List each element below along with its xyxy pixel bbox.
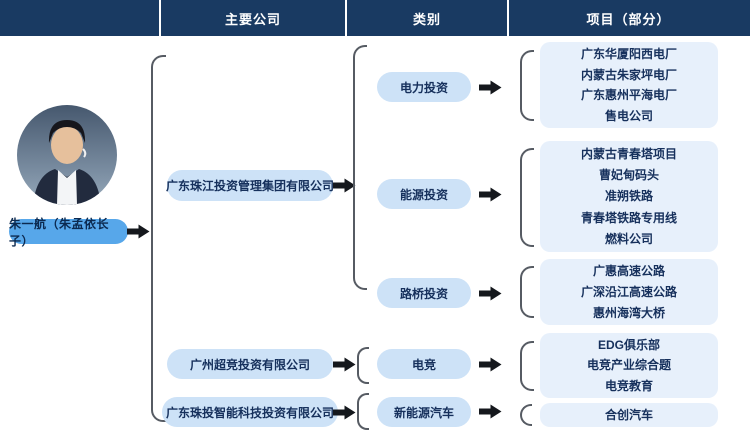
company-box-chaojing: 广州超竞投资有限公司 bbox=[167, 349, 333, 379]
company-box-zhutou: 广东珠投智能科技投资有限公司 bbox=[162, 397, 338, 427]
project-item: 青春塔铁路专用线 bbox=[580, 210, 677, 225]
category-box-energy: 能源投资 bbox=[377, 179, 471, 209]
project-group-energy: 内蒙古青春塔项目 曹妃甸码头 准朔铁路 青春塔铁路专用线 燃料公司 bbox=[540, 141, 718, 252]
arrow-icon bbox=[333, 357, 356, 372]
project-item: 内蒙古朱家坪电厂 bbox=[580, 67, 677, 82]
project-item: 售电公司 bbox=[604, 108, 653, 123]
project-item: EDG俱乐部 bbox=[597, 338, 660, 353]
arrow-icon bbox=[333, 405, 356, 420]
company-box-zhujiang: 广东珠江投资管理集团有限公司 bbox=[166, 170, 334, 201]
person-badge: 朱一航（朱孟依长子） bbox=[9, 217, 128, 248]
brace-projects-energy bbox=[520, 148, 534, 247]
header-cell-category: 类别 bbox=[345, 0, 507, 36]
arrow-icon bbox=[127, 224, 150, 239]
header-band: 主要公司 类别 项目（部分） bbox=[0, 0, 750, 36]
project-item: 广深沿江高速公路 bbox=[580, 284, 677, 299]
header-cell-empty bbox=[0, 0, 159, 36]
arrow-icon bbox=[479, 80, 502, 95]
brace-category-esports bbox=[357, 347, 369, 384]
category-box-power: 电力投资 bbox=[377, 72, 471, 102]
project-item: 广东惠州平海电厂 bbox=[580, 88, 677, 103]
project-group-roadbridge: 广惠高速公路 广深沿江高速公路 惠州海湾大桥 bbox=[540, 259, 718, 325]
brace-companies bbox=[151, 55, 166, 422]
project-item: 电竞产业综合题 bbox=[586, 358, 671, 373]
category-box-nev: 新能源汽车 bbox=[377, 397, 471, 427]
project-group-esports: EDG俱乐部 电竞产业综合题 电竞教育 bbox=[540, 333, 718, 398]
brace-category-nev bbox=[357, 393, 369, 430]
project-group-nev: 合创汽车 bbox=[540, 403, 718, 427]
project-item: 合创汽车 bbox=[604, 408, 653, 422]
project-item: 广惠高速公路 bbox=[592, 264, 665, 279]
project-item: 曹妃甸码头 bbox=[598, 168, 659, 183]
brace-projects-nev bbox=[520, 404, 532, 426]
arrow-icon bbox=[479, 404, 502, 419]
brace-categories bbox=[353, 45, 367, 290]
project-item: 内蒙古青春塔项目 bbox=[580, 146, 677, 161]
project-item: 燃料公司 bbox=[604, 232, 653, 247]
project-group-power: 广东华厦阳西电厂 内蒙古朱家坪电厂 广东惠州平海电厂 售电公司 bbox=[540, 42, 718, 128]
category-box-roadbridge: 路桥投资 bbox=[377, 278, 471, 308]
arrow-icon bbox=[479, 286, 502, 301]
brace-projects-roadbridge bbox=[520, 266, 534, 318]
arrow-icon bbox=[479, 357, 502, 372]
category-box-esports: 电竞 bbox=[377, 349, 471, 379]
project-item: 准朔铁路 bbox=[604, 189, 653, 204]
brace-projects-esports bbox=[520, 341, 534, 391]
person-silhouette-icon bbox=[33, 120, 101, 205]
brace-projects-power bbox=[520, 50, 534, 121]
arrow-icon bbox=[333, 178, 356, 193]
project-item: 广东华厦阳西电厂 bbox=[580, 47, 677, 62]
arrow-icon bbox=[479, 187, 502, 202]
person-photo bbox=[17, 105, 117, 205]
header-cell-projects: 项目（部分） bbox=[507, 0, 748, 36]
header-cell-main-companies: 主要公司 bbox=[159, 0, 345, 36]
project-item: 惠州海湾大桥 bbox=[592, 305, 665, 320]
project-item: 电竞教育 bbox=[604, 378, 653, 393]
